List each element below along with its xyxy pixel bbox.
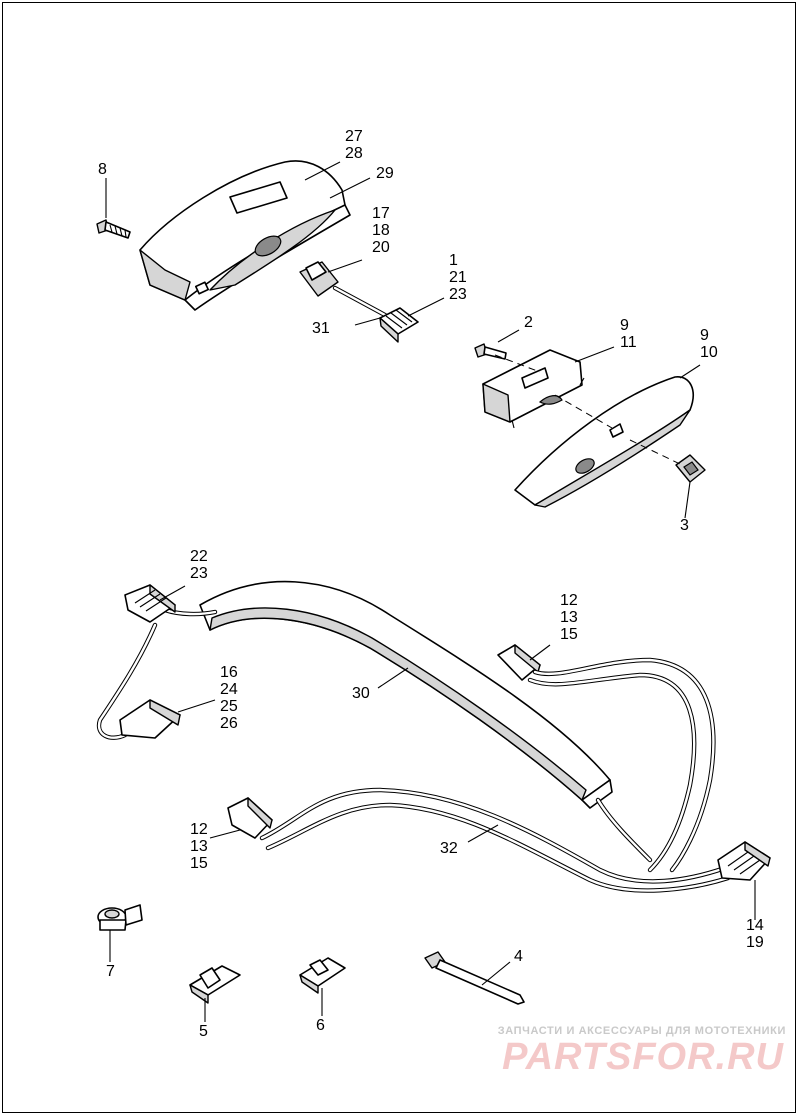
callout-c14-line-0: 14	[746, 917, 764, 934]
callout-c1-line-0: 1	[449, 252, 458, 269]
callout-c8-line-0: 8	[98, 161, 107, 178]
clip-part-5	[189, 965, 241, 1004]
harness-left	[96, 584, 218, 740]
callout-c12a-line-2: 15	[560, 626, 578, 643]
callout-c16-line-0: 16	[220, 664, 238, 681]
callout-c6-line-0: 6	[316, 1017, 325, 1034]
callout-c16-line-1: 24	[220, 681, 238, 698]
bracket-part-9-11	[482, 349, 585, 429]
cable-tie-part-4	[424, 951, 525, 1005]
callout-c30-line-0: 30	[352, 685, 370, 702]
callout-c12b-line-1: 13	[190, 838, 208, 855]
screw-part-8	[96, 219, 131, 239]
callout-c1-line-2: 23	[449, 286, 467, 303]
harness-part-32	[227, 787, 771, 893]
callout-c22-line-1: 23	[190, 565, 208, 582]
harness-right	[497, 644, 716, 873]
callout-c7-line-0: 7	[106, 963, 115, 980]
upper-lamp-housing	[139, 160, 351, 311]
callout-c29-line-0: 29	[376, 165, 394, 182]
callout-c12a-line-0: 12	[560, 592, 578, 609]
callout-c31-line-0: 31	[312, 320, 330, 337]
callout-c2-line-0: 2	[524, 314, 533, 331]
callout-c3-line-0: 3	[680, 517, 689, 534]
callout-c22-line-0: 22	[190, 548, 208, 565]
lamp-bar-part-30	[199, 580, 613, 809]
leader-lines	[105, 161, 756, 1022]
callout-c5-line-0: 5	[199, 1023, 208, 1040]
screw-part-2	[474, 343, 507, 360]
callout-c9a-line-1: 11	[620, 334, 637, 351]
callout-c12b-line-0: 12	[190, 821, 208, 838]
assembly-line	[554, 394, 613, 429]
callout-c16-line-2: 25	[220, 698, 238, 715]
callout-c27-line-0: 27	[345, 128, 363, 145]
callout-c12b-line-2: 15	[190, 855, 208, 872]
watermark-tagline: ЗАПЧАСТИ И АКСЕССУАРЫ ДЛЯ МОТОТЕХНИКИ	[497, 1025, 786, 1037]
callout-c9a-line-0: 9	[620, 317, 629, 334]
callout-c9b-line-0: 9	[700, 327, 709, 344]
callout-c32-line-0: 32	[440, 840, 458, 857]
clip-part-7	[97, 904, 143, 931]
clip-part-6	[299, 957, 346, 994]
callout-c17-line-1: 18	[372, 222, 390, 239]
watermark-logo: PARTSFOR.RU	[502, 1036, 784, 1078]
callout-c9b-line-1: 10	[700, 344, 718, 361]
lens-cover-part-9-10	[514, 376, 694, 508]
assembly-line	[494, 354, 541, 373]
callout-c4-line-0: 4	[514, 948, 523, 965]
callout-c27-line-1: 28	[345, 145, 363, 162]
callout-c14-line-1: 19	[746, 934, 764, 951]
socket-and-pigtail	[299, 261, 419, 343]
callout-c17-line-0: 17	[372, 205, 390, 222]
assembly-line	[629, 439, 681, 465]
callout-c12a-line-1: 13	[560, 609, 578, 626]
callout-c1-line-1: 21	[449, 269, 467, 286]
callout-c17-line-2: 20	[372, 239, 390, 256]
callout-c16-line-3: 26	[220, 715, 238, 732]
nut-part-3	[675, 454, 706, 483]
